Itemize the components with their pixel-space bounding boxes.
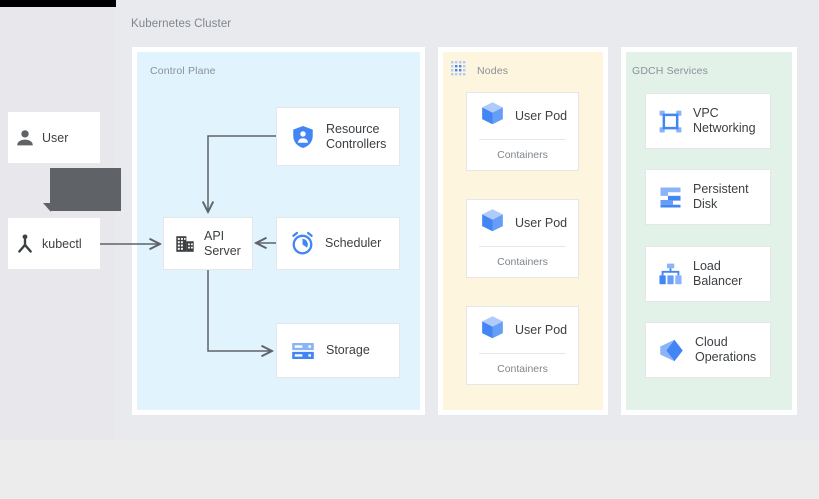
card-user-pod-3[interactable]: User Pod Containers xyxy=(466,306,579,385)
tooltip-pointer-icon xyxy=(43,203,51,212)
actor-kubectl-label: kubectl xyxy=(42,236,82,251)
card-storage-label: Storage xyxy=(326,343,370,357)
user-pod-header: User Pod xyxy=(467,200,578,246)
card-user-pod-2[interactable]: User Pod Containers xyxy=(466,199,579,278)
panel-title-gdch-services: GDCH Services xyxy=(632,65,709,77)
user-pod-header: User Pod xyxy=(467,93,578,139)
card-load-balancer[interactable]: Load Balancer xyxy=(645,246,771,302)
card-api-server-label: API Server xyxy=(204,228,241,258)
user-pod-label: User Pod xyxy=(515,323,568,337)
kubectl-icon xyxy=(8,233,42,255)
persistent-disk-icon xyxy=(658,185,683,210)
load-balancer-icon xyxy=(658,262,683,287)
api-server-icon xyxy=(174,233,196,255)
card-scheduler-label: Scheduler xyxy=(325,236,382,250)
card-api-server[interactable]: API Server xyxy=(163,217,253,270)
connector-api-server-to-storage xyxy=(207,270,272,351)
shield-person-icon xyxy=(290,124,316,150)
card-user-pod-1[interactable]: User Pod Containers xyxy=(466,92,579,171)
card-resource-controllers[interactable]: Resource Controllers xyxy=(276,107,400,166)
cube-icon xyxy=(479,207,506,239)
cube-icon xyxy=(479,314,506,346)
user-pod-footer: Containers xyxy=(497,149,548,161)
node-grid-icon xyxy=(451,61,466,76)
card-storage[interactable]: Storage xyxy=(276,323,400,378)
card-resource-controllers-label: Resource Controllers xyxy=(326,121,387,151)
cube-icon xyxy=(479,100,506,132)
card-vpc-networking-label: VPC Networking xyxy=(693,106,756,135)
cluster-label: Kubernetes Cluster xyxy=(131,18,232,30)
bottom-background xyxy=(0,440,819,499)
tooltip-overlay xyxy=(50,168,121,211)
card-vpc-networking[interactable]: VPC Networking xyxy=(645,93,771,149)
user-pod-label: User Pod xyxy=(515,109,568,123)
user-pod-footer: Containers xyxy=(497,363,548,375)
vpc-network-icon xyxy=(658,109,683,134)
cloud-operations-icon xyxy=(658,337,685,364)
actor-user-label: User xyxy=(42,130,69,145)
user-pod-footer: Containers xyxy=(497,256,548,268)
alarm-clock-icon xyxy=(290,231,315,256)
person-icon xyxy=(8,127,42,149)
divider xyxy=(479,353,566,354)
connector-controllers-to-api-server xyxy=(208,135,276,212)
user-pod-label: User Pod xyxy=(515,216,568,230)
actor-kubectl[interactable]: kubectl xyxy=(8,218,100,269)
actor-user[interactable]: User xyxy=(8,112,100,163)
user-pod-header: User Pod xyxy=(467,307,578,353)
storage-rack-icon xyxy=(290,338,316,364)
panel-title-nodes: Nodes xyxy=(477,65,509,77)
divider xyxy=(479,139,566,140)
divider xyxy=(479,246,566,247)
top-black-bar xyxy=(0,0,116,7)
card-persistent-disk[interactable]: Persistent Disk xyxy=(645,169,771,225)
card-persistent-disk-label: Persistent Disk xyxy=(693,182,749,211)
card-cloud-operations-label: Cloud Operations xyxy=(695,335,757,364)
panel-title-control-plane: Control Plane xyxy=(150,65,216,77)
card-cloud-operations[interactable]: Cloud Operations xyxy=(645,322,771,378)
card-load-balancer-label: Load Balancer xyxy=(693,259,743,288)
card-scheduler[interactable]: Scheduler xyxy=(276,217,400,270)
